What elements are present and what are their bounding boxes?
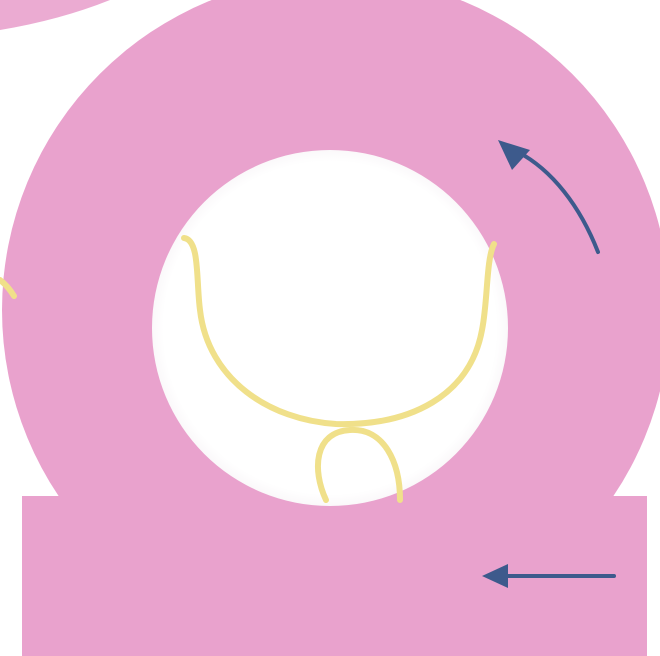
top-left-sliver xyxy=(0,0,110,30)
